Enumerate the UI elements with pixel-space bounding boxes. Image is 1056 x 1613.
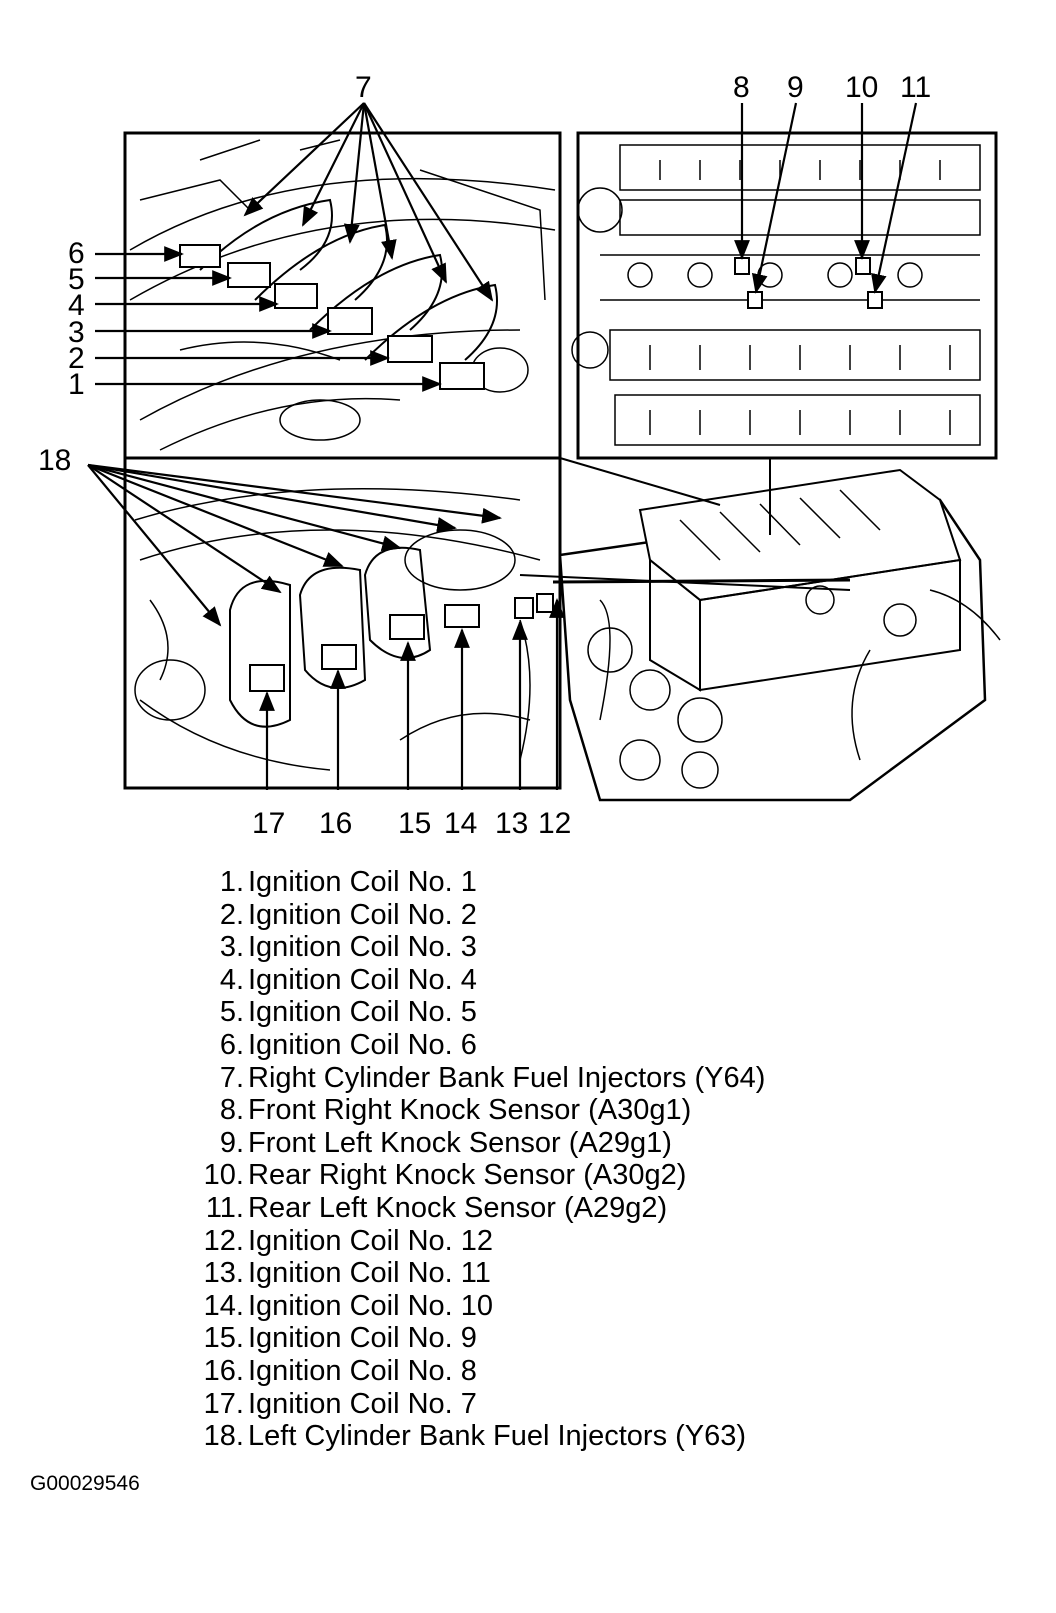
legend-item: 16.Ignition Coil No. 8 — [203, 1354, 477, 1387]
legend-item: 18.Left Cylinder Bank Fuel Injectors (Y6… — [203, 1420, 747, 1453]
callout-11: 11 — [900, 71, 931, 104]
callout-15: 15 — [398, 807, 431, 840]
left-bank-coil-view — [123, 456, 562, 790]
legend-item: 7.Right Cylinder Bank Fuel Injectors (Y6… — [219, 1061, 766, 1094]
leader-lines — [87, 102, 918, 790]
callout-16: 16 — [319, 807, 352, 840]
callout-14: 14 — [444, 807, 477, 840]
callout-12: 12 — [538, 807, 571, 840]
legend-item: 11.Rear Left Knock Sensor (A29g2) — [205, 1191, 668, 1224]
callout-17: 17 — [252, 807, 285, 840]
knock-sensors — [734, 257, 883, 309]
legend-item: 4.Ignition Coil No. 4 — [219, 963, 477, 996]
callout-4: 4 — [68, 289, 85, 322]
callout-8: 8 — [733, 71, 750, 104]
callout-10: 10 — [845, 71, 878, 104]
legend-item: 13.Ignition Coil No. 11 — [203, 1257, 491, 1290]
legend-item: 9.Front Left Knock Sensor (A29g1) — [219, 1126, 672, 1159]
legend-item: 14.Ignition Coil No. 10 — [203, 1289, 494, 1322]
left-bank-coil-packs — [249, 593, 554, 692]
callout-1: 1 — [68, 368, 85, 401]
callout-18: 18 — [38, 444, 71, 477]
callout-labels: 1 2 3 4 5 6 7 8 9 10 11 12 13 14 15 16 1… — [38, 71, 931, 840]
right-bank-coil-packs — [179, 244, 485, 390]
callout-13: 13 — [495, 807, 528, 840]
legend-item: 5.Ignition Coil No. 5 — [219, 996, 477, 1029]
legend-item: 3.Ignition Coil No. 3 — [219, 931, 477, 964]
callout-2: 2 — [68, 342, 85, 375]
legend-item: 15.Ignition Coil No. 9 — [203, 1322, 477, 1355]
left-bank-intake-runners — [229, 546, 432, 728]
knock-sensor-view — [571, 131, 998, 460]
legend-item: 12.Ignition Coil No. 12 — [203, 1224, 494, 1257]
legend-item: 1.Ignition Coil No. 1 — [219, 866, 477, 898]
legend-item: 17.Ignition Coil No. 7 — [203, 1387, 477, 1420]
engine-overview — [558, 468, 1001, 802]
legend-item: 2.Ignition Coil No. 2 — [219, 898, 477, 931]
callout-5: 5 — [68, 263, 85, 296]
legend-item: 10.Rear Right Knock Sensor (A30g2) — [203, 1159, 687, 1192]
callout-3: 3 — [68, 316, 85, 349]
panel-connector-lines — [519, 457, 851, 591]
legend-item: 6.Ignition Coil No. 6 — [219, 1028, 477, 1061]
callout-6: 6 — [68, 237, 85, 270]
right-bank-coil-view — [123, 131, 562, 460]
legend-list: 1.Ignition Coil No. 1 2.Ignition Coil No… — [190, 866, 766, 1453]
figure-id: G00029546 — [30, 1472, 140, 1495]
callout-7: 7 — [355, 71, 372, 104]
legend-item: 8.Front Right Knock Sensor (A30g1) — [219, 1094, 692, 1127]
callout-9: 9 — [787, 71, 804, 104]
engine-diagram: 1 2 3 4 5 6 7 8 9 10 11 12 13 14 15 16 1… — [38, 71, 1001, 840]
